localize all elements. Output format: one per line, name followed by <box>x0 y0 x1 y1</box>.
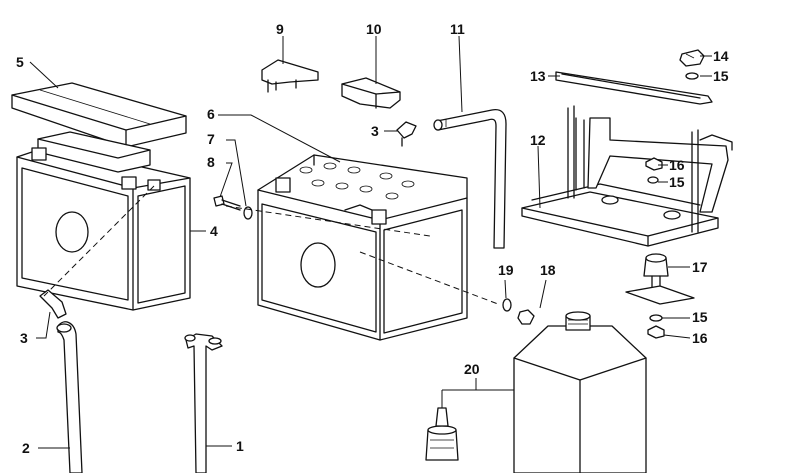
label-4: 4 <box>210 223 218 239</box>
part-1-vent-hose <box>184 333 223 473</box>
label-8: 8 <box>207 154 215 170</box>
leader-lines <box>29 35 712 449</box>
part-3-vent-elbow-upper <box>396 121 417 147</box>
part-3-vent-elbow-lower <box>39 289 67 319</box>
label-17: 17 <box>692 259 708 275</box>
label-15-mid: 15 <box>669 174 685 190</box>
label-10: 10 <box>366 21 382 37</box>
label-1: 1 <box>236 438 244 454</box>
label-12: 12 <box>530 132 546 148</box>
label-15-low: 15 <box>692 309 708 325</box>
part-15-washer-mid <box>647 176 659 184</box>
label-3-lower: 3 <box>20 330 28 346</box>
label-16-mid: 16 <box>669 157 685 173</box>
label-2: 2 <box>22 440 30 456</box>
part-number-labels: 5 9 10 11 6 7 8 3 13 14 15 12 16 15 4 18… <box>16 21 729 456</box>
label-5: 5 <box>16 54 24 70</box>
label-18: 18 <box>540 262 556 278</box>
label-15-top: 15 <box>713 68 729 84</box>
part-17-rubber-mount <box>625 253 695 305</box>
part-15-washer-low <box>649 314 663 322</box>
part-14-cap-nut <box>679 49 705 67</box>
part-16-nut-mid <box>645 157 663 171</box>
part-4-battery-left <box>16 131 191 311</box>
part-15-washer-top <box>685 72 699 80</box>
part-5-battery-cover <box>11 82 187 148</box>
label-9: 9 <box>276 21 284 37</box>
part-19-washer <box>502 298 512 312</box>
part-12-battery-tray <box>521 105 733 247</box>
part-20-water-container <box>513 311 647 473</box>
part-9-bracket <box>261 59 319 93</box>
label-16-low: 16 <box>692 330 708 346</box>
part-6-battery-right <box>257 154 468 341</box>
label-19: 19 <box>498 262 514 278</box>
part-2-vent-hose <box>56 321 83 473</box>
label-6: 6 <box>207 106 215 122</box>
label-3-upper: 3 <box>371 123 379 139</box>
label-7: 7 <box>207 131 215 147</box>
part-18-nut <box>517 309 535 325</box>
label-14: 14 <box>713 48 729 64</box>
label-13: 13 <box>530 68 546 84</box>
label-11: 11 <box>450 21 465 37</box>
part-10-cover <box>341 77 401 109</box>
part-20-filler-nozzle <box>425 407 459 461</box>
label-20: 20 <box>464 361 480 377</box>
cell-caps <box>299 162 415 200</box>
part-11-hose <box>433 108 507 249</box>
part-13-clamp-strap <box>555 71 713 105</box>
part-16-nut-low <box>647 325 665 339</box>
